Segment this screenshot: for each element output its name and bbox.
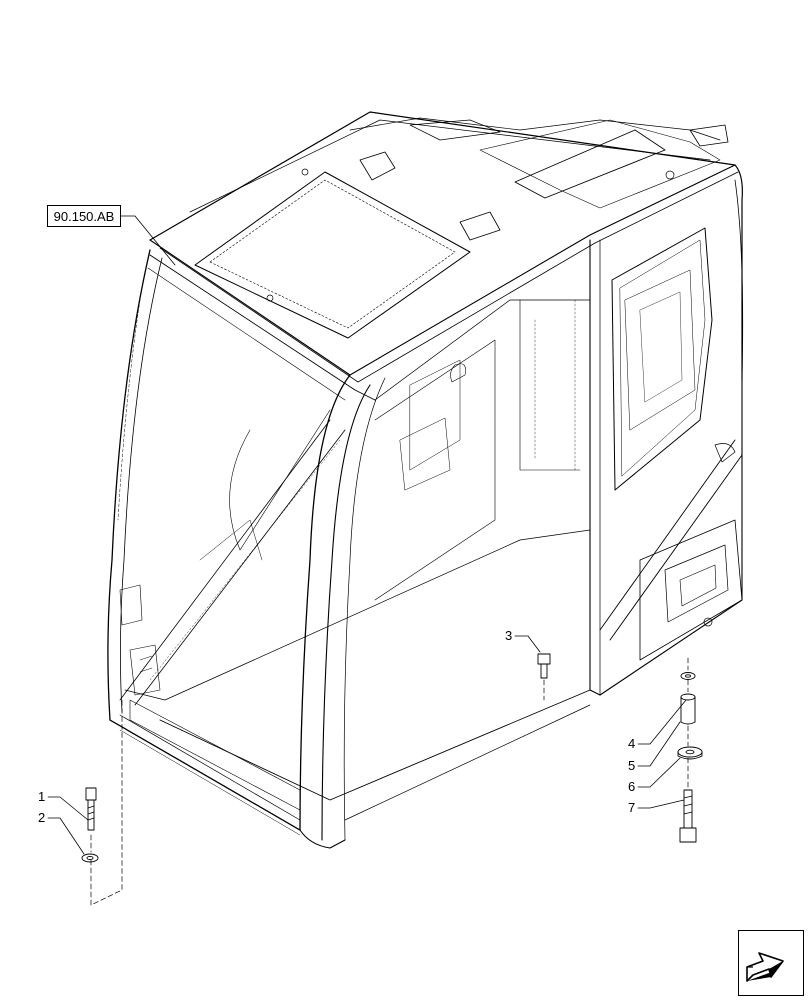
callout-1: 1 <box>38 789 46 804</box>
washer-part-4 <box>680 672 696 680</box>
spacer-part-5 <box>680 693 696 725</box>
callout-6: 6 <box>628 779 636 794</box>
washer-part-2 <box>81 853 99 863</box>
bolt-part-1 <box>85 787 97 831</box>
callout-4: 4 <box>628 736 636 751</box>
bolt-part-7 <box>679 789 697 843</box>
arrow-icon <box>746 952 784 982</box>
next-page-button[interactable] <box>738 930 804 996</box>
bolt-part-3 <box>537 653 551 679</box>
callout-3: 3 <box>505 628 513 643</box>
callout-7: 7 <box>628 800 636 815</box>
cab-frame <box>107 111 744 849</box>
washer-part-6 <box>677 746 703 760</box>
callout-2: 2 <box>38 810 46 825</box>
reference-link-90-150-ab[interactable]: 90.150.AB <box>47 205 121 227</box>
callout-5: 5 <box>628 758 636 773</box>
assembly-path-lines <box>90 657 689 906</box>
callout-leaders <box>47 215 687 855</box>
